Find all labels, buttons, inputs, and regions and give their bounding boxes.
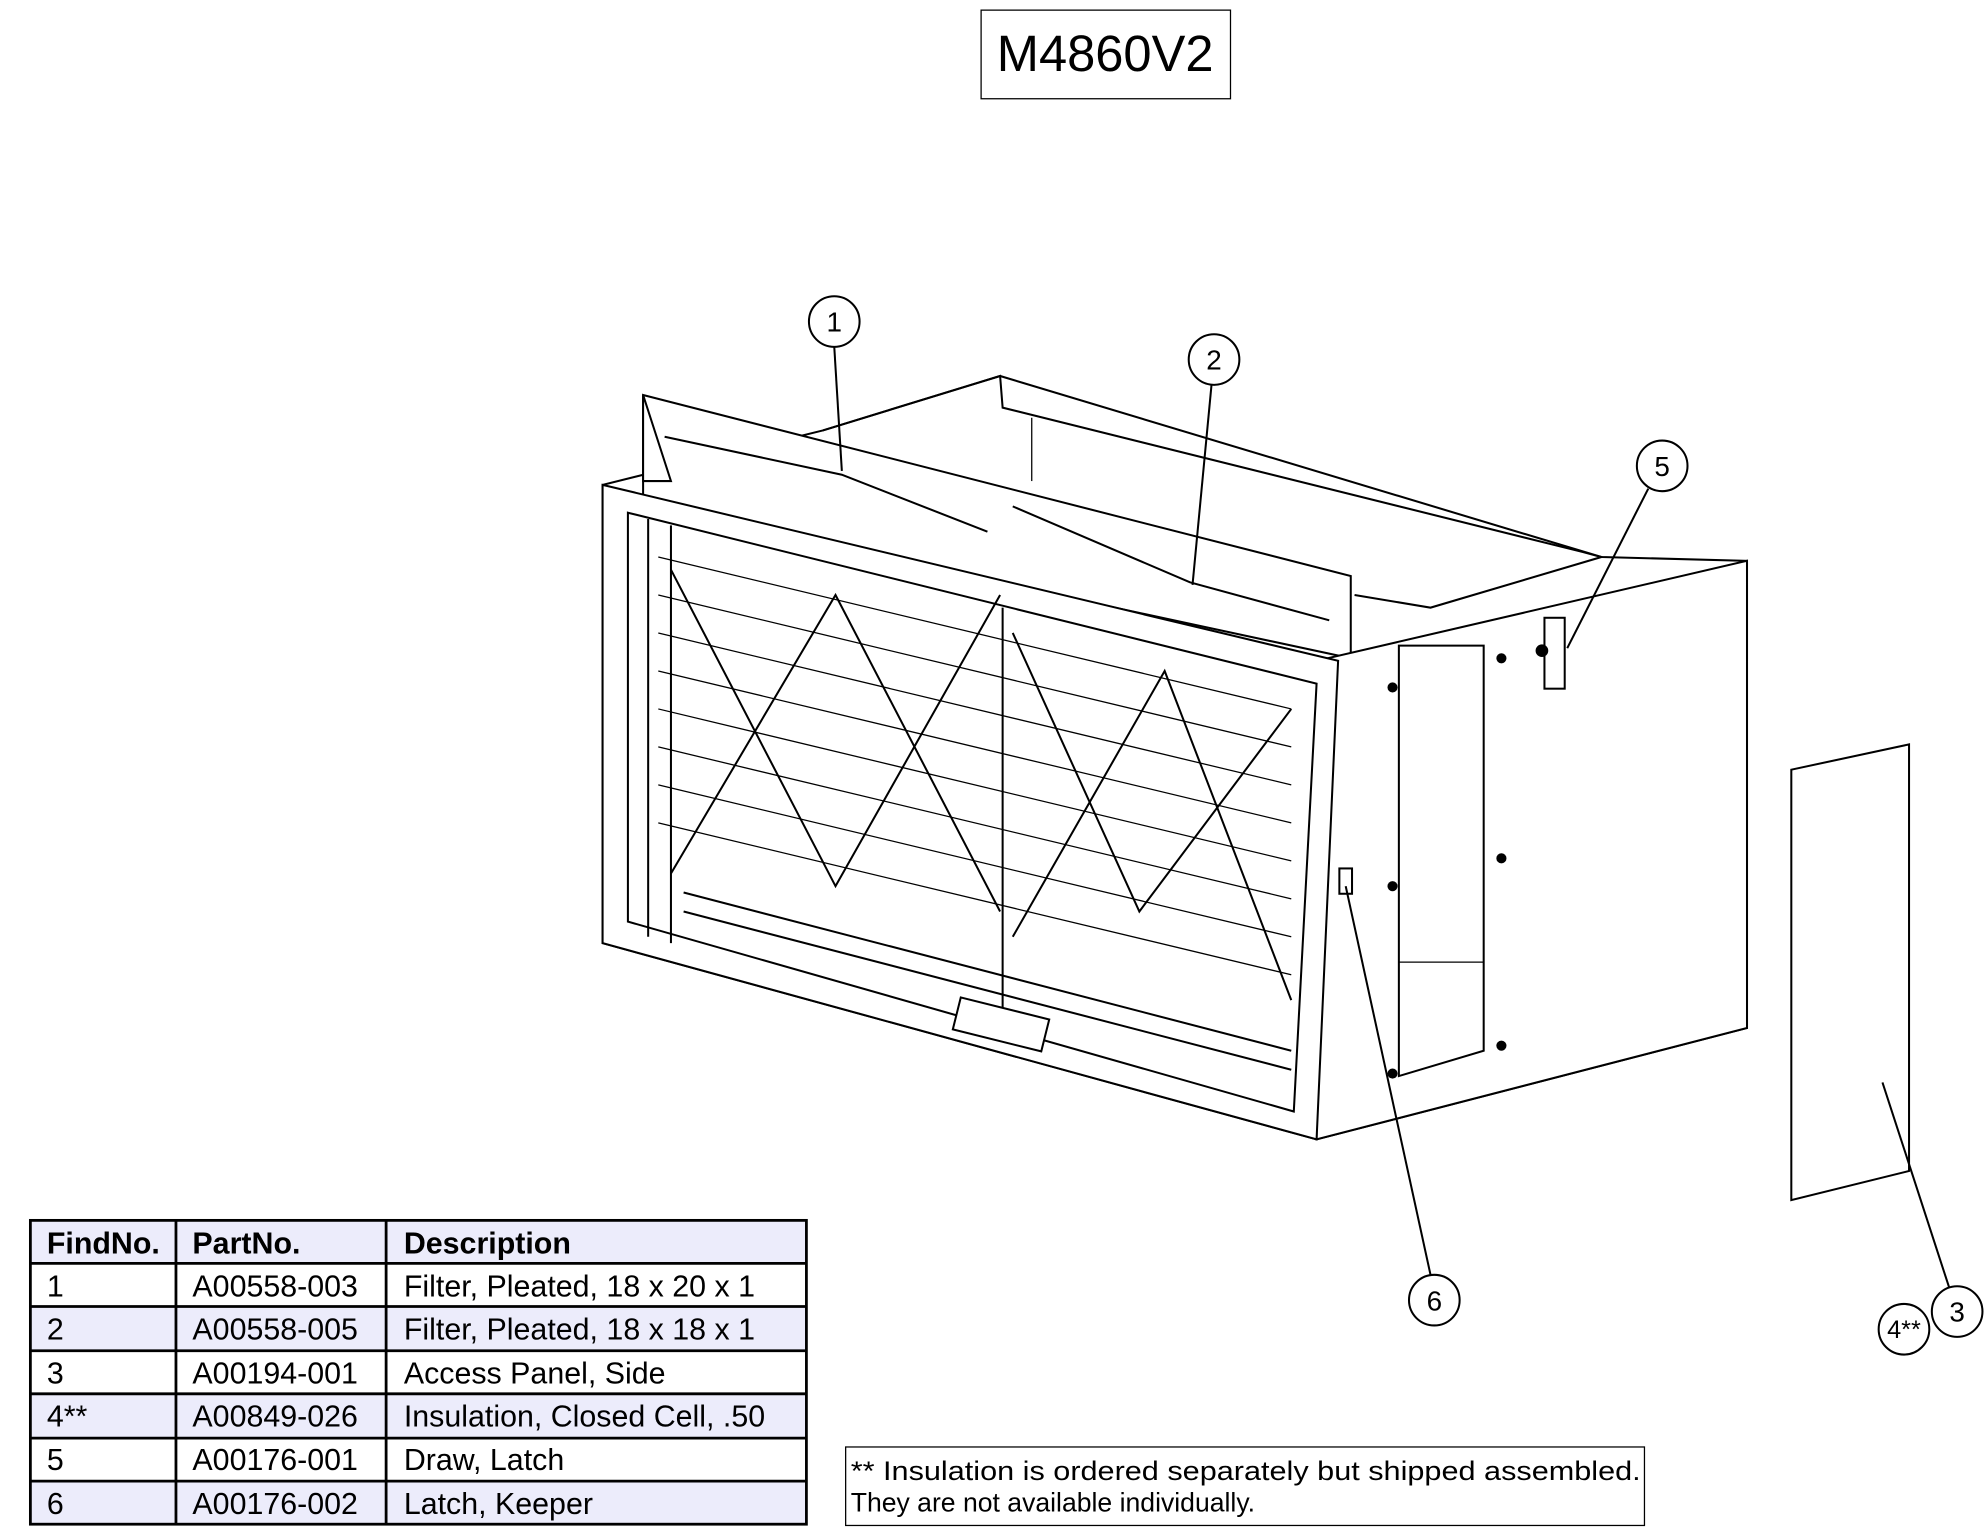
svg-text:A00849-026: A00849-026 — [192, 1400, 358, 1434]
svg-text:Draw, Latch: Draw, Latch — [404, 1443, 564, 1477]
insulation-note: ** Insulation is ordered separately but … — [845, 1446, 1646, 1527]
svg-text:5: 5 — [47, 1443, 64, 1477]
svg-text:Description: Description — [404, 1226, 571, 1260]
svg-text:6: 6 — [47, 1487, 64, 1521]
model-title: M4860V2 — [997, 25, 1214, 82]
svg-text:2: 2 — [47, 1312, 64, 1346]
svg-text:3: 3 — [1949, 1297, 1965, 1328]
svg-text:** Insulation is ordered separ: ** Insulation is ordered separately but … — [851, 1456, 1641, 1486]
callout-5: 5 — [1635, 439, 1689, 493]
table-header: FindNo. PartNo. Description — [47, 1226, 571, 1260]
table-row: 5 A00176-001 Draw, Latch — [47, 1443, 564, 1477]
table-row: 3 A00194-001 Access Panel, Side — [47, 1357, 666, 1391]
unit-drawing — [601, 374, 1911, 1202]
callouts: 1 2 3 4** 5 6 — [807, 295, 1984, 1356]
svg-text:6: 6 — [1427, 1285, 1442, 1316]
callout-3: 3 — [1930, 1285, 1984, 1338]
svg-text:Latch, Keeper: Latch, Keeper — [404, 1487, 593, 1521]
callout-6: 6 — [1407, 1273, 1461, 1327]
svg-text:Filter, Pleated, 18 x 18 x 1: Filter, Pleated, 18 x 18 x 1 — [404, 1312, 755, 1346]
svg-text:They are not available individ: They are not available individually. — [851, 1488, 1255, 1518]
svg-text:FindNo.: FindNo. — [47, 1226, 160, 1260]
svg-text:3: 3 — [47, 1357, 64, 1391]
svg-text:PartNo.: PartNo. — [192, 1226, 300, 1260]
svg-text:A00176-002: A00176-002 — [192, 1487, 358, 1521]
svg-text:A00558-003: A00558-003 — [192, 1269, 358, 1303]
side-access-panel — [1790, 743, 1911, 1202]
svg-text:A00176-001: A00176-001 — [192, 1443, 358, 1477]
callout-2: 2 — [1187, 333, 1241, 386]
svg-text:2: 2 — [1206, 345, 1222, 376]
svg-text:1: 1 — [827, 307, 843, 338]
svg-text:Filter, Pleated, 18 x 20 x 1: Filter, Pleated, 18 x 20 x 1 — [404, 1269, 755, 1303]
svg-text:A00558-005: A00558-005 — [192, 1312, 358, 1346]
table-row: 1 A00558-003 Filter, Pleated, 18 x 20 x 1 — [47, 1269, 755, 1303]
callout-4: 4** — [1877, 1302, 1931, 1356]
model-title-box: M4860V2 — [980, 9, 1232, 100]
svg-text:Insulation, Closed Cell, .50: Insulation, Closed Cell, .50 — [404, 1400, 765, 1434]
callout-1: 1 — [807, 295, 861, 348]
svg-text:1: 1 — [47, 1269, 64, 1303]
table-row: 6 A00176-002 Latch, Keeper — [47, 1487, 593, 1521]
svg-text:Access Panel, Side: Access Panel, Side — [404, 1357, 666, 1391]
svg-text:5: 5 — [1654, 451, 1669, 482]
svg-text:4**: 4** — [1887, 1316, 1921, 1344]
table-row: 4** A00849-026 Insulation, Closed Cell, .5… — [47, 1400, 765, 1434]
svg-text:A00194-001: A00194-001 — [192, 1357, 358, 1391]
table-row: 2 A00558-005 Filter, Pleated, 18 x 18 x 1 — [47, 1312, 755, 1346]
svg-text:4**: 4** — [47, 1400, 88, 1434]
